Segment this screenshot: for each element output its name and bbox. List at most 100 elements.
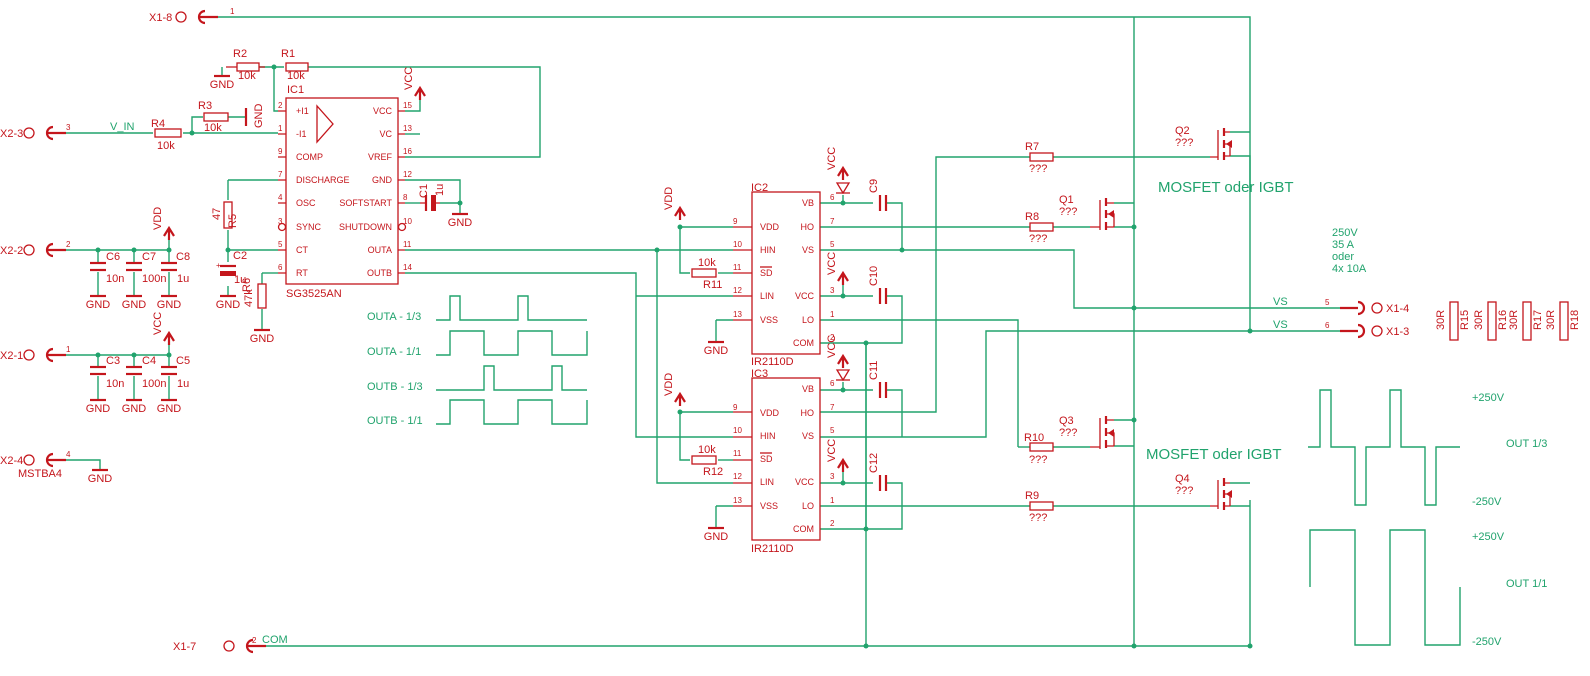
capacitor-c2: + C2 1u xyxy=(216,250,247,286)
gnd-symbol: GND xyxy=(448,212,472,229)
ref: R6 xyxy=(241,278,253,292)
ic2-pin-number: 5 xyxy=(830,240,835,249)
ic1-pin-label: OUTA xyxy=(368,245,392,255)
gnd-label: GND xyxy=(210,79,235,91)
capacitor-c3: C3 10n xyxy=(90,355,124,390)
connector-x2-3: X2-3 3 xyxy=(0,123,71,141)
vcc-symbol-label: VCC xyxy=(826,252,838,275)
value: 10k xyxy=(238,70,256,82)
gnd-symbol: GND xyxy=(157,294,181,311)
rating-line: 35 A xyxy=(1332,239,1355,251)
ic3-ref: IC3 xyxy=(751,368,768,380)
value: 30R xyxy=(1473,310,1485,330)
net-label-vs: VS xyxy=(1273,319,1288,331)
value: 10k xyxy=(287,70,305,82)
ic2-pin-label: HIN xyxy=(760,245,776,255)
ic3-pin-label: LIN xyxy=(760,477,774,487)
ic1-pin-number: 13 xyxy=(403,124,412,133)
gnd-label: GND xyxy=(86,403,111,415)
resistor-r18: 30R R18 xyxy=(1545,301,1581,341)
connector-label: X1-7 xyxy=(173,641,196,653)
note-mosfet-top: MOSFET oder IGBT xyxy=(1158,179,1294,196)
ic3-pin-number: 3 xyxy=(830,472,835,481)
resistor-r9: R9 ??? xyxy=(1025,490,1054,524)
ic1-pin-number: 12 xyxy=(403,170,412,179)
ic2-pin-number: 11 xyxy=(733,263,742,272)
ic2-pin-number: 10 xyxy=(733,240,742,249)
ref: C8 xyxy=(176,251,190,263)
capacitor-c9: C9 xyxy=(868,179,888,211)
ic2-pin-label: SD xyxy=(760,268,773,278)
ic2-pin-number: 1 xyxy=(830,310,835,319)
capacitor-c4: C4 100n xyxy=(126,355,166,390)
ic2-pin-label: VS xyxy=(802,245,814,255)
gnd-symbol: GND xyxy=(122,398,146,415)
ref: Q3 xyxy=(1059,415,1074,427)
connector-x1-8: X1-8 1 xyxy=(149,7,235,25)
ref: R12 xyxy=(703,466,723,478)
ic3-pin-number: 7 xyxy=(830,403,835,412)
value: ??? xyxy=(1029,454,1047,466)
ref: R5 xyxy=(227,214,239,228)
wave-label: OUTA - 1/1 xyxy=(367,346,421,358)
gnd-symbol: GND xyxy=(88,468,112,485)
gnd-symbol: GND xyxy=(250,328,274,345)
rating-line: oder xyxy=(1332,251,1354,263)
gnd-label: GND xyxy=(253,104,265,129)
ic1-pin-label: COMP xyxy=(296,152,323,162)
ic3-pin-label: VS xyxy=(802,431,814,441)
ref: R16 xyxy=(1497,310,1509,330)
wires: V_IN xyxy=(66,16,1340,649)
vcc-symbol-label: VCC xyxy=(403,67,415,90)
ic3-pin-number: 13 xyxy=(733,496,742,505)
gnd-label: GND xyxy=(704,531,729,543)
ref: C3 xyxy=(106,355,120,367)
ic3-pin-label: LO xyxy=(802,501,814,511)
ic1-pin-label: OSC xyxy=(296,198,316,208)
ic1-pin-label: VCC xyxy=(373,106,393,116)
pin-number: 3 xyxy=(66,123,71,132)
ic3-pin-number: 9 xyxy=(733,403,738,412)
gnd-symbol: GND xyxy=(216,294,240,311)
vdd-symbol: VDD xyxy=(663,373,686,406)
ic1-pin-number: 9 xyxy=(278,147,283,156)
ref: C9 xyxy=(868,179,880,193)
ic1-pin-number: 16 xyxy=(403,147,412,156)
ic1-pin-label: OUTB xyxy=(367,268,392,278)
ref: R3 xyxy=(198,100,212,112)
mosfet-q1: Q1 ??? xyxy=(1059,194,1115,230)
connector-label: X1-3 xyxy=(1386,326,1409,338)
vcc-symbol: VCC xyxy=(826,252,849,285)
vdd-symbol-label: VDD xyxy=(663,373,675,396)
rating-line: 250V xyxy=(1332,227,1358,239)
ic1-pin-number: 2 xyxy=(278,101,283,110)
rating-line: 4x 10A xyxy=(1332,263,1367,275)
connector-label: X2-4 xyxy=(0,455,23,467)
waveforms-output: +250V -250V OUT 1/3 +250V -250V OUT 1/1 xyxy=(1308,389,1547,648)
note-mosfet-bottom: MOSFET oder IGBT xyxy=(1146,446,1282,463)
vcc-symbol-label: VCC xyxy=(826,147,838,170)
out-label: OUT 1/3 xyxy=(1506,438,1547,450)
ref: C10 xyxy=(868,266,880,286)
pin-number: 2 xyxy=(252,636,257,645)
ref: C12 xyxy=(868,453,880,473)
ic1-pin-number: 15 xyxy=(403,101,412,110)
ic2-pin-number: 7 xyxy=(830,217,835,226)
pin-number: 2 xyxy=(66,240,71,249)
mosfet-q2: Q2 ??? xyxy=(1175,125,1232,160)
ic1-pin-label: DISCHARGE xyxy=(296,175,350,185)
vdd-symbol: VDD xyxy=(152,207,175,240)
value: 10n xyxy=(106,378,124,390)
value: 47 xyxy=(211,208,223,220)
ic3-ir2110: IC3 IR2110D VDD9HIN10SD11LIN12VSS13VB6HO… xyxy=(733,368,835,555)
ic1-pin-number: 4 xyxy=(278,193,283,202)
ic1-pin-number: 5 xyxy=(278,240,283,249)
ic1-pin-number: 8 xyxy=(403,193,408,202)
ref: Q2 xyxy=(1175,125,1190,137)
value: 100n xyxy=(142,273,166,285)
ic2-pin-number: 12 xyxy=(733,286,742,295)
vcc-symbol-label: VCC xyxy=(152,312,164,335)
connector-label: X1-8 xyxy=(149,12,172,24)
pin-number: 4 xyxy=(66,450,71,459)
